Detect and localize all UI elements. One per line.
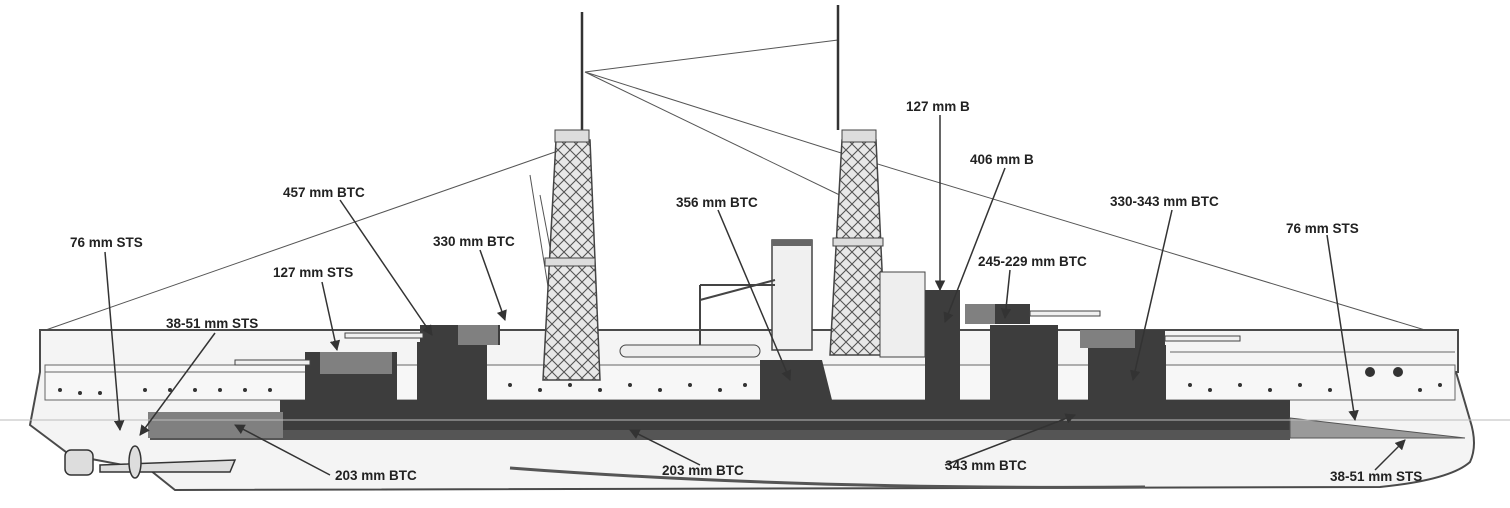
turret-casemate-gun xyxy=(234,359,311,366)
turret-1 xyxy=(344,325,500,345)
label-stern-lower-belt: 38-51 mm STS xyxy=(1330,469,1422,484)
label-barbette-mid: 356 mm BTC xyxy=(676,195,758,210)
annotation-labels: 76 mm STS 38-51 mm STS 127 mm STS 457 mm… xyxy=(70,99,1422,484)
label-belt-mid: 203 mm BTC xyxy=(662,463,744,478)
propeller-rudder xyxy=(64,445,237,479)
label-stern-upper-belt: 76 mm STS xyxy=(1286,221,1359,236)
turret-3 xyxy=(965,304,1101,324)
bridge-armor xyxy=(925,290,960,400)
boat-crane xyxy=(699,279,776,350)
label-turret4: 330-343 mm BTC xyxy=(1110,194,1219,209)
barbette-1 xyxy=(417,342,487,402)
label-conning-tower: 457 mm BTC xyxy=(283,185,365,200)
mast-poles xyxy=(580,5,840,130)
boats xyxy=(619,344,761,358)
main-lattice-mast xyxy=(829,139,887,356)
label-bow-upper-belt: 76 mm STS xyxy=(70,235,143,250)
label-funnel-uptake: 406 mm B xyxy=(970,152,1034,167)
label-casemate: 127 mm STS xyxy=(273,265,353,280)
bilge-keel xyxy=(509,466,1146,489)
stern-belt xyxy=(1289,417,1466,439)
upper-deck xyxy=(44,364,1456,401)
barbette-3 xyxy=(990,325,1058,403)
armor-belt-underside xyxy=(150,430,1290,440)
annotation-arrows xyxy=(104,115,1406,476)
casemate-top xyxy=(320,352,392,374)
barbette-4 xyxy=(1088,345,1166,403)
rigging xyxy=(39,39,1459,341)
funnel xyxy=(771,239,813,351)
label-bow-lower-belt: 38-51 mm STS xyxy=(166,316,258,331)
portholes xyxy=(58,367,1442,395)
label-turret1-face: 330 mm BTC xyxy=(433,234,515,249)
fore-belt xyxy=(148,412,283,438)
label-bridge: 127 mm B xyxy=(906,99,970,114)
label-belt-fore: 203 mm BTC xyxy=(335,468,417,483)
barbette-2 xyxy=(760,360,832,400)
label-turret3: 245-229 mm BTC xyxy=(978,254,1087,269)
after-superstructure xyxy=(879,271,926,358)
label-belt-aft: 343 mm BTC xyxy=(945,458,1027,473)
